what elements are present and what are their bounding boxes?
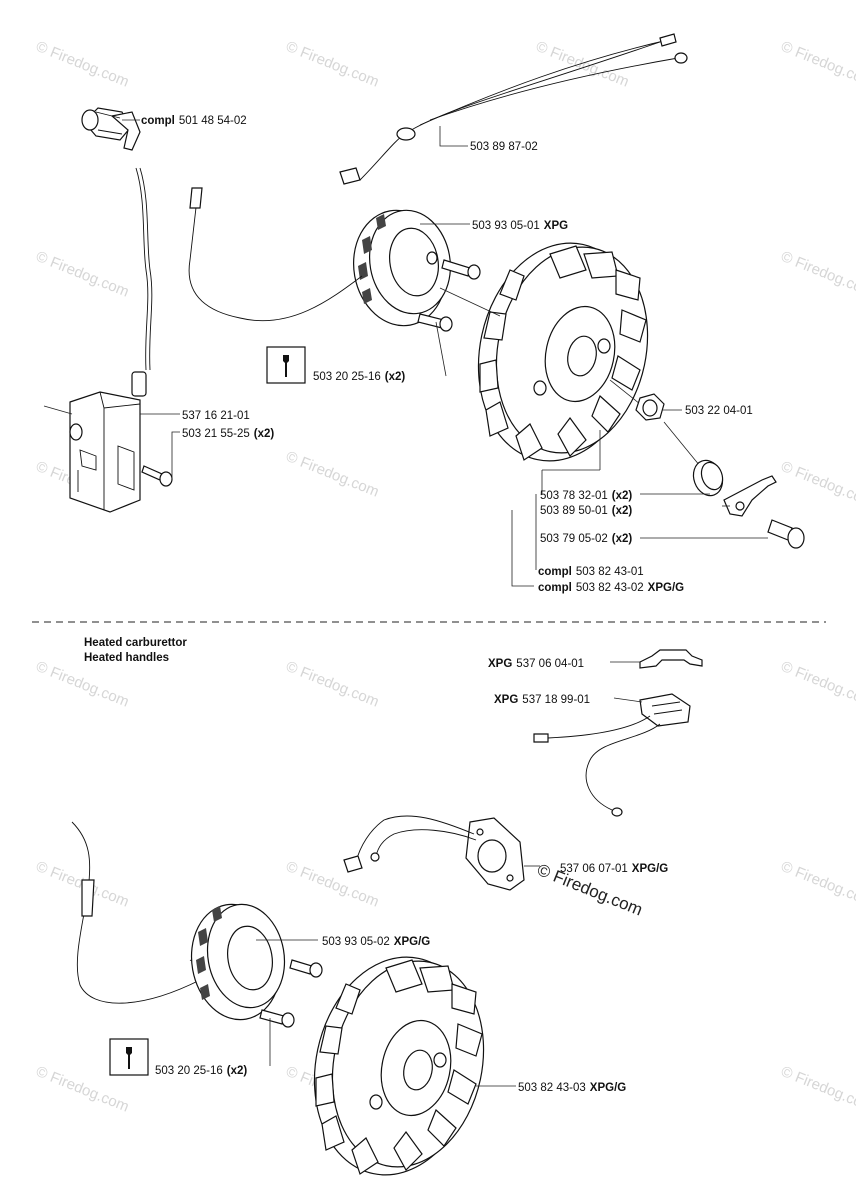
watermark: © Firedog.com <box>779 38 856 91</box>
watermark: © Firedog.com <box>34 248 132 301</box>
part-label-screw: 503 20 25-16(x2) <box>313 371 405 383</box>
spark-plug-cap <box>81 107 141 151</box>
leader-line <box>171 431 180 479</box>
watermark: © Firedog.com <box>34 658 132 711</box>
bottom-stator-wire <box>71 821 201 1004</box>
flywheel <box>313 956 485 1176</box>
wire-harness <box>339 33 688 185</box>
part-label-module-screw: 503 21 55-25(x2) <box>182 428 274 440</box>
watermark: © Firedog.com <box>34 38 132 91</box>
stator-coil <box>352 209 452 327</box>
wrench-tool-icon <box>109 1038 149 1076</box>
watermark: © Firedog.com <box>779 858 856 911</box>
watermark: © Firedog.com <box>284 448 382 501</box>
leader-line <box>439 126 468 147</box>
temperature-sensor <box>533 693 691 817</box>
part-label-wire: 503 89 87-02 <box>470 141 538 153</box>
watermark: © Firedog.com <box>284 38 382 91</box>
watermark-layer: © Firedog.com © Firedog.com © Firedog.co… <box>34 38 856 1116</box>
heater-gasket <box>343 815 525 891</box>
flywheel <box>477 242 649 462</box>
stator-screw <box>417 259 481 332</box>
stator-wire <box>188 189 363 322</box>
leader-line <box>613 697 643 703</box>
watermark: © Firedog.com <box>284 858 382 911</box>
module-screw <box>141 465 173 487</box>
part-label-spring: 503 78 32-01(x2) <box>540 490 632 502</box>
wrench-tool-icon <box>266 346 306 384</box>
watermark: © Firedog.com <box>779 458 856 511</box>
watermark: © Firedog.com <box>779 248 856 301</box>
leader-line <box>435 321 447 377</box>
stator-screw <box>259 959 323 1028</box>
watermark: © Firedog.com <box>534 38 632 91</box>
heater-clip <box>639 649 703 669</box>
part-label-module: 537 16 21-01 <box>182 410 250 422</box>
watermark: © Firedog.com <box>779 658 856 711</box>
pawl-pin <box>767 519 805 549</box>
part-label-screw: 503 20 25-16(x2) <box>155 1065 247 1077</box>
section-title-carburettor: Heated carburettor <box>84 637 187 649</box>
ignition-module <box>69 371 147 513</box>
watermark: © Firedog.com <box>284 658 382 711</box>
section-title-handles: Heated handles <box>84 652 169 664</box>
ht-lead <box>139 167 153 371</box>
stator-coil <box>190 903 286 1021</box>
part-label-nut: 503 22 04-01 <box>685 405 753 417</box>
part-label-pawl: 503 89 50-01(x2) <box>540 505 632 517</box>
part-label-pin: 503 79 05-02(x2) <box>540 533 632 545</box>
flywheel-nut <box>635 393 665 421</box>
starter-spring <box>692 459 724 497</box>
watermark: © Firedog.com <box>779 1063 856 1116</box>
starter-pawl <box>723 475 777 517</box>
